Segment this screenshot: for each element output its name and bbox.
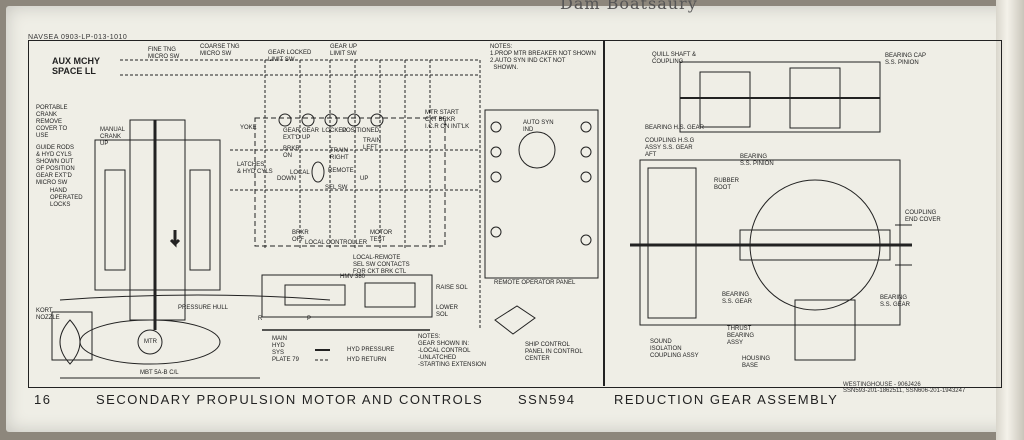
- manual-crank-label: MANUAL CRANK UP: [100, 127, 126, 147]
- kort-nozzle-label: KORT NOZZLE: [36, 308, 60, 321]
- shaft-sleeve: [739, 229, 891, 261]
- remote-operator-panel: [484, 109, 599, 279]
- gear-up-limit-label: GEAR UP LIMIT SW: [330, 44, 358, 57]
- solenoid-valve: [364, 282, 416, 308]
- p-port-label: P: [307, 316, 312, 322]
- housing-base: [794, 299, 856, 361]
- control-wiring: [120, 59, 481, 330]
- motor-circle: [137, 329, 163, 355]
- book-spine: [996, 0, 1024, 440]
- indicator-lamps: [278, 113, 384, 127]
- sound-isolation-coupling: [647, 167, 697, 319]
- sound-isolation-label: SOUND ISOLATION COUPLING ASSY: [650, 339, 699, 359]
- mbt-label: MBT 5A-B C/L: [140, 370, 179, 376]
- main-hyd-label: MAIN HYD SYS PLATE 79: [272, 336, 299, 363]
- gear-up-ind-label: GEAR UP: [302, 128, 320, 141]
- ship-control-panel: [494, 305, 536, 335]
- coupling-hsg-label: COUPLING H.S.G ASSY S.S. GEAR AFT: [645, 138, 695, 158]
- bearing-ss-gear-left-label: BEARING S.S. GEAR: [722, 292, 753, 305]
- guide-rods-label: GUIDE RODS & HYD CYLS SHOWN OUT OF POSIT…: [36, 145, 75, 172]
- propeller: [59, 319, 81, 365]
- positioned-ind-label: POSITIONED: [342, 128, 380, 134]
- hmv-valve: [284, 284, 346, 306]
- gear-extd-micro-label: GEAR EXT'D MICRO SW: [36, 173, 72, 186]
- frame-divider: [603, 40, 605, 386]
- reduction-gear-drawing: [630, 61, 912, 361]
- lower-sol-label: LOWER SOL: [436, 305, 459, 318]
- sel-sw-label: SEL SW: [325, 185, 348, 191]
- manual-page: [6, 6, 1016, 432]
- hyd-cylinder-right: [189, 169, 211, 271]
- housing-base-label: HOUSING BASE: [742, 356, 771, 369]
- portable-crank-label: PORTABLE CRANK REMOVE COVER TO USE: [36, 105, 68, 139]
- hyd-pressure-label: HYD PRESSURE: [347, 347, 395, 353]
- credit-line: WESTINGHOUSE - 906J426 SSN593-201-186251…: [843, 382, 966, 394]
- down-label: DOWN: [277, 176, 296, 182]
- gear-locked-label: GEAR LOCKED LIMIT SW: [268, 50, 312, 63]
- aux-mchy-label: AUX MCHY SPACE LL: [52, 56, 101, 76]
- down-arrow: [169, 230, 181, 248]
- local-controller-box: [254, 117, 446, 247]
- shaft-housing: [94, 139, 221, 291]
- mtr-label: MTR: [144, 339, 157, 345]
- document-number: NAVSEA 0903-LP-013-1010: [28, 34, 128, 41]
- notes-bottom: NOTES: GEAR SHOWN IN: -LOCAL CONTROL -UN…: [418, 334, 487, 368]
- bearing-ss-pinion-label: BEARING S.S. PINION: [740, 154, 774, 167]
- hand-locks-label: HAND OPERATED LOCKS: [50, 188, 83, 208]
- remote-label: REMOTE: [328, 168, 354, 174]
- right-title: REDUCTION GEAR ASSEMBLY: [614, 392, 839, 407]
- gear-extd-ind-label: GEAR EXT'D: [283, 128, 301, 141]
- hyd-return-label: HYD RETURN: [347, 357, 387, 363]
- kort-nozzle: [51, 311, 93, 361]
- coarse-tng-label: COARSE TNG MICRO SW: [200, 44, 240, 57]
- auto-syn-indicator: [518, 131, 556, 169]
- quill-coupling: [699, 71, 751, 128]
- auto-syn-label: AUTO SYN IND: [523, 120, 554, 133]
- local-label: LOCAL: [290, 170, 310, 176]
- pressure-hull-label: PRESSURE HULL: [178, 305, 229, 311]
- up-label: UP: [360, 176, 369, 182]
- hyd-cylinder-left: [104, 169, 126, 271]
- bearing-hs-gear-label: BEARING H.S. GEAR: [645, 125, 705, 131]
- bearing-cap-label: BEARING CAP S.S. PINION: [885, 53, 927, 66]
- local-remote-label: LOCAL-REMOTE SEL SW CONTACTS FOR CKT BRK…: [353, 255, 410, 275]
- train-right-label: TRAIN RIGHT: [330, 148, 349, 161]
- pressure-hull-line: [59, 294, 331, 301]
- motor-test-label: MOTOR TEST: [370, 230, 393, 243]
- coupling-end-label: COUPLING END COVER: [905, 210, 941, 223]
- r-port-label: R: [258, 316, 263, 322]
- quill-shaft-label: QUILL SHAFT & COUPLING: [652, 52, 697, 65]
- local-controller-label: LOCAL CONTROLLER: [305, 240, 368, 246]
- remote-lamps: [490, 121, 592, 246]
- notes-top: NOTES: 1.PROP MTR BREAKER NOT SHOWN 2.AU…: [490, 44, 596, 71]
- mtr-start-label: MTR START CKT BRKR I.C.R ON INT'LK: [425, 110, 470, 130]
- latches-label: LATCHES & HYD CYLS: [237, 162, 273, 175]
- raise-sol-label: RAISE SOL: [436, 285, 468, 291]
- ship-control-label: SHIP CONTROL PANEL IN CONTROL CENTER: [525, 342, 583, 362]
- propulsion-motor-drawing: [51, 59, 599, 379]
- locked-ind-label: LOCKED: [322, 128, 347, 134]
- fine-tng-label: FINE TNG MICRO SW: [148, 47, 180, 60]
- valve-block: [261, 274, 433, 318]
- left-title: SECONDARY PROPULSION MOTOR AND CONTROLS: [96, 392, 484, 407]
- yoke-label: YOKE: [240, 125, 257, 131]
- thrust-bearing-label: THRUST BEARING ASSY: [727, 326, 755, 346]
- brkr-on-label: BRKR ON: [283, 146, 300, 159]
- remote-panel-label: REMOTE OPERATOR PANEL: [494, 280, 576, 286]
- train-left-label: TRAIN LEFT: [363, 138, 381, 151]
- drawing-frame: [28, 40, 1002, 388]
- rubber-boot-label: RUBBER BOOT: [714, 178, 740, 191]
- main-gear-housing: [639, 159, 901, 326]
- bearing-ss-gear-right-label: BEARING S.S. GEAR: [880, 295, 911, 308]
- selector-switch: [311, 161, 325, 183]
- brkr-off-label: BRKR OFF: [292, 230, 309, 243]
- hull-number: SSN594: [518, 392, 576, 407]
- hmv-label: HMV 380: [340, 274, 366, 280]
- page-number: 16: [34, 392, 52, 407]
- handwritten-note: Dam Boatsaury: [560, 0, 698, 13]
